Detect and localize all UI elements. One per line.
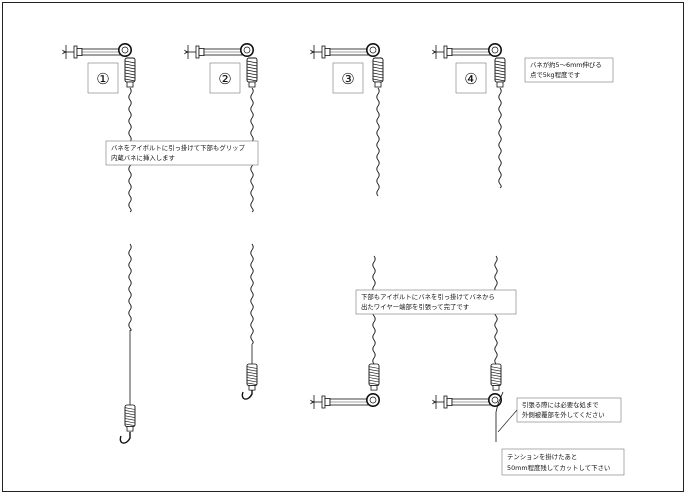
eyebolt-step3 (309, 42, 381, 60)
loose-grip-step1 (119, 390, 136, 444)
note-spring-stretch-line2: 点で5kg程度です (530, 70, 580, 79)
wires (128, 87, 502, 390)
note-remove-protector: 引張る際には必要な処まで 外側被覆部を外してください (516, 397, 622, 423)
grip-step3 (372, 57, 384, 88)
note-cut-wire: テンションを掛けたあと 50mm程度残してカットして下さい (501, 448, 625, 476)
eyebolt-step1 (61, 42, 132, 60)
step-number-1: ① (96, 70, 109, 88)
note-hook-spring: バネをアイボルトに引っ掛けて下部もグリップ 内蔵バネに挿入します (105, 140, 259, 166)
note-pull-wire-line1: 下部もアイボルトにバネを引っ掛けてバネから (361, 292, 495, 301)
step-box-4: ④ (455, 62, 487, 94)
wire-top-step4 (498, 87, 502, 189)
step-number-3: ③ (341, 70, 354, 88)
wire-tail-step4 (495, 391, 504, 442)
note-spring-stretch-line1: バネが約5～6mm伸びる (530, 60, 602, 69)
note-pull-wire: 下部もアイボルトにバネを引っ掛けてバネから 出たワイヤー端部を引張って完了です (355, 289, 517, 315)
hardware-drawings (61, 42, 506, 444)
note-spring-stretch: バネが約5～6mm伸びる 点で5kg程度です (524, 57, 614, 83)
wire-bottom-step1 (128, 243, 132, 331)
grip-step4 (494, 57, 506, 88)
step-box-2: ② (209, 62, 241, 94)
note-cut-wire-line1: テンションを掛けたあと (507, 452, 577, 461)
grip-step2 (246, 57, 258, 88)
wire-top-step3 (376, 87, 380, 197)
leader-remove-protector (497, 409, 518, 433)
eyebolt-step4 (431, 42, 503, 60)
note-pull-wire-line2: 出たワイヤー端部を引張って完了です (361, 302, 469, 311)
eyebolt-step2 (183, 42, 254, 60)
note-hook-spring-line1: バネをアイボルトに引っ掛けて下部もグリップ (111, 143, 245, 152)
note-hook-spring-line2: 内蔵バネに挿入します (111, 153, 175, 162)
hung-grip-step2 (241, 363, 258, 400)
grip-bottom-step3 (368, 363, 380, 391)
step-number-4: ④ (464, 70, 477, 88)
drawing-frame (2, 2, 684, 492)
note-remove-protector-line2: 外側被覆部を外してください (522, 410, 605, 419)
note-cut-wire-line2: 50mm程度残してカットして下さい (507, 463, 610, 472)
grip-bottom-step4 (490, 363, 502, 391)
grip-step1 (124, 57, 136, 88)
step-number-2: ② (218, 70, 231, 88)
eyebolt-bottom-step3 (309, 392, 381, 410)
step-box-3: ③ (332, 62, 364, 94)
wire-bottom-step2 (250, 243, 254, 345)
eyebolt-bottom-step4 (431, 392, 503, 410)
step-box-1: ① (87, 62, 119, 94)
note-remove-protector-line1: 引張る際には必要な処まで (522, 400, 599, 409)
